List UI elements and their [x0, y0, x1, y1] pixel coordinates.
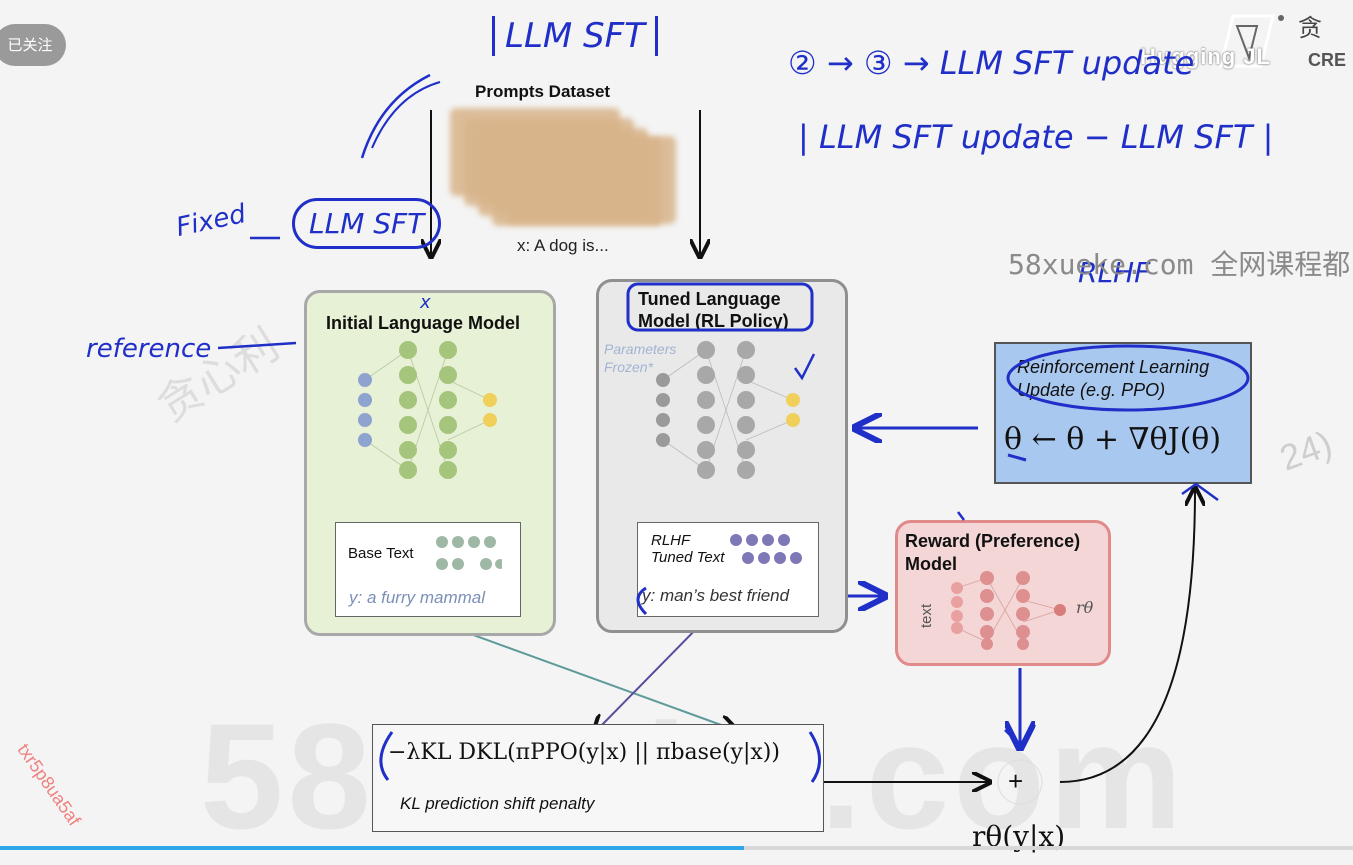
video-progress-fill [0, 846, 744, 850]
watermark-site: 58xueke.com 全网课程都 [1008, 243, 1350, 283]
